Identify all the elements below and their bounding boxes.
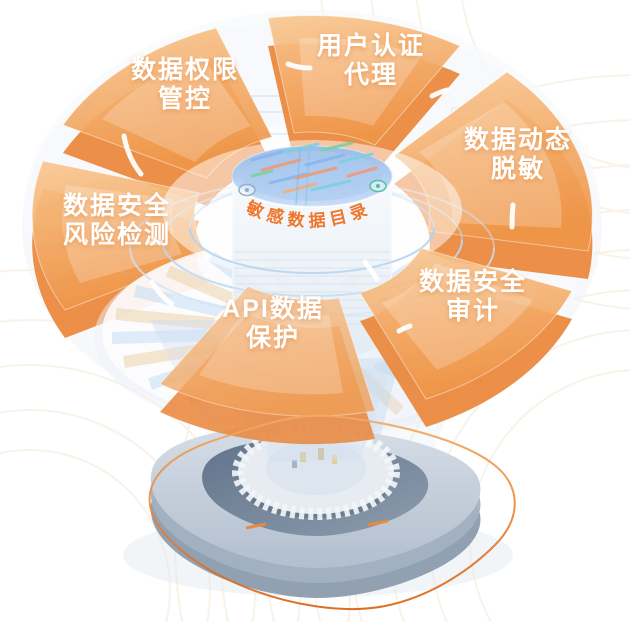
- connector-dashes: [121, 61, 516, 334]
- wedge-data-permission: [62, 27, 273, 206]
- wedge-api-protection: [159, 285, 376, 445]
- eye-icon: [238, 183, 256, 197]
- wedge-audit: [359, 247, 573, 427]
- data-dashes: [250, 141, 378, 194]
- eye-icon: [369, 179, 387, 193]
- base-outline: [148, 414, 516, 611]
- wedge-user-auth: [267, 15, 461, 173]
- catalog-disc: [231, 141, 393, 207]
- wedge-risk-detection: [31, 160, 209, 338]
